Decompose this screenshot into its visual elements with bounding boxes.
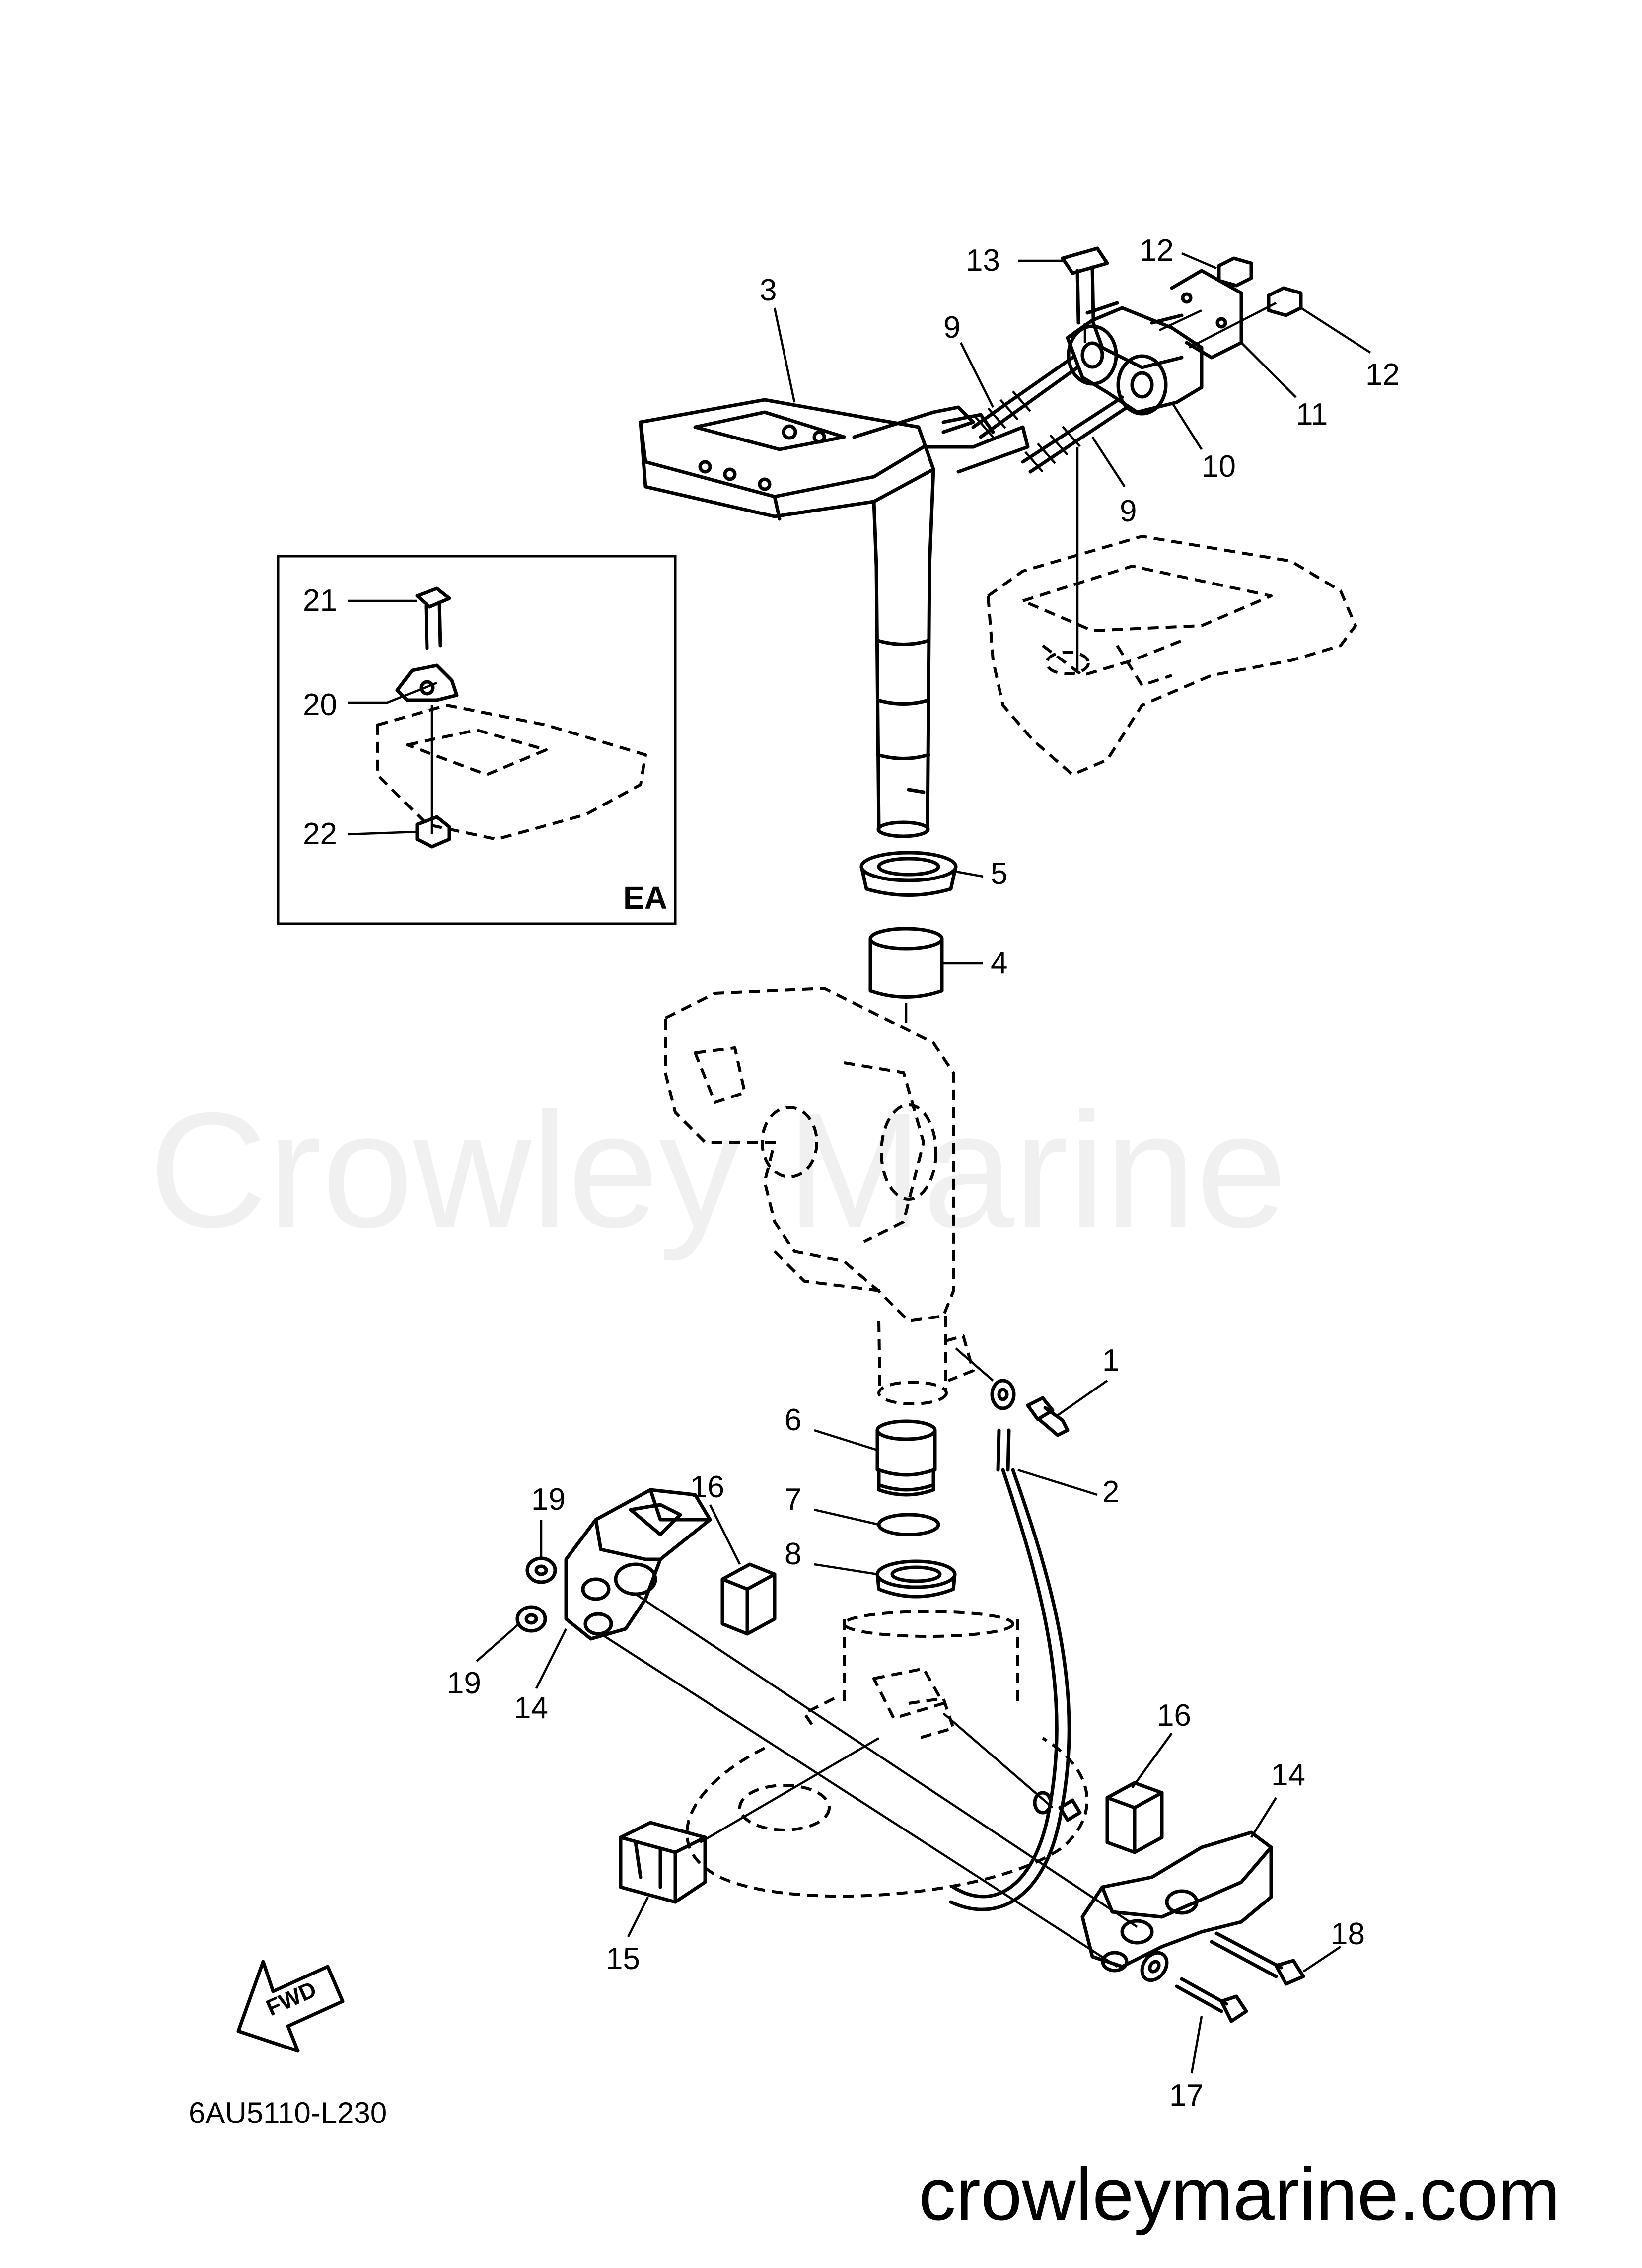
part-6-rubber-mount: [875, 1419, 937, 1497]
ghost-swivel-bracket: [664, 987, 955, 1322]
part-16-rubber-left: [720, 1562, 777, 1636]
part-18-bolt: [1210, 1931, 1305, 1986]
part-20-bracket: [395, 663, 459, 702]
callout-numbers: 1 2 3 4 5 6 7 8 9 9 10 11 12 12 13 14 14…: [303, 233, 1400, 2113]
callout-11: 11: [1296, 397, 1328, 432]
part-7-o-ring: [877, 1513, 940, 1536]
part-13-bolt: [1061, 246, 1109, 343]
part-11-mount-plate: [1170, 269, 1243, 360]
inset-ea-variant: EA: [277, 555, 677, 925]
callout-9-upper: 9: [943, 310, 960, 345]
ghost-steering-arm-inset: [376, 704, 647, 841]
part-19-nut-upper: [525, 1556, 557, 1584]
callout-22: 22: [303, 817, 337, 851]
part-15-damper: [619, 1821, 707, 1904]
callout-3: 3: [760, 273, 777, 307]
callout-21: 21: [303, 584, 337, 618]
callout-12-upper: 12: [1140, 233, 1174, 268]
callout-4: 4: [991, 946, 1007, 980]
part-22-nut: [415, 815, 451, 849]
ghost-lower-unit: [685, 1610, 1089, 1898]
callout-18: 18: [1331, 1917, 1365, 1951]
callout-2: 2: [1102, 1475, 1119, 1509]
callout-19-lower: 19: [447, 1666, 481, 1700]
ghost-swivel-tube: [877, 1316, 975, 1405]
callout-17: 17: [1169, 2078, 1204, 2113]
ghost-engine-base: [987, 535, 1357, 776]
part-1-bolt: [1026, 1396, 1070, 1437]
leader-lines: [347, 252, 1371, 2074]
part-8-seal: [875, 1559, 957, 1599]
part-14-clamp-right: [1080, 1830, 1273, 1973]
part-21-bolt: [415, 586, 451, 650]
callout-12-lower: 12: [1365, 358, 1400, 392]
callout-14-right: 14: [1271, 1758, 1305, 1792]
part-ground-lug: [1140, 1951, 1169, 1982]
callout-19-upper: 19: [531, 1482, 566, 1517]
callout-16-right: 16: [1157, 1698, 1191, 1733]
part-9-mount-bolt-lower: [1021, 395, 1129, 474]
callout-7: 7: [785, 1482, 801, 1517]
callout-1: 1: [1102, 1343, 1119, 1378]
part-16-rubber-right: [1105, 1781, 1164, 1854]
callout-20: 20: [303, 688, 337, 722]
part-14-clamp-left: [564, 1488, 712, 1641]
site-url: crowleymarine.com: [919, 2152, 1560, 2236]
callout-9-lower: 9: [1120, 494, 1137, 528]
callout-14-left: 14: [514, 1691, 548, 1725]
part-ground-screw: [1033, 1791, 1082, 1822]
callout-16-left: 16: [690, 1470, 724, 1504]
part-4-bushing: [868, 927, 944, 999]
callout-15: 15: [606, 1942, 640, 1976]
part-12-nut-upper: [1217, 256, 1253, 288]
part-3-steering-bracket: [639, 398, 1030, 838]
part-2-ground-lead: [949, 1379, 1071, 1911]
part-5-collar: [859, 851, 958, 897]
fwd-arrow-icon: FWD: [236, 1960, 345, 2053]
part-17-bolt: [1175, 1977, 1248, 2023]
watermark: Crowley Marine: [149, 1078, 1287, 1262]
callout-5: 5: [991, 857, 1007, 891]
part-10-upper-mount: [1066, 301, 1204, 416]
part-9-mount-bolt-upper: [971, 356, 1079, 439]
part-19-nut-lower: [515, 1605, 547, 1633]
callout-10: 10: [1202, 449, 1236, 484]
inset-label: EA: [623, 880, 667, 916]
callout-8: 8: [785, 1537, 801, 1571]
part-12-nut-lower: [1267, 286, 1303, 317]
callout-13: 13: [966, 243, 1000, 278]
callout-6: 6: [785, 1403, 801, 1437]
diagram-code: 6AU5110-L230: [189, 2096, 387, 2129]
